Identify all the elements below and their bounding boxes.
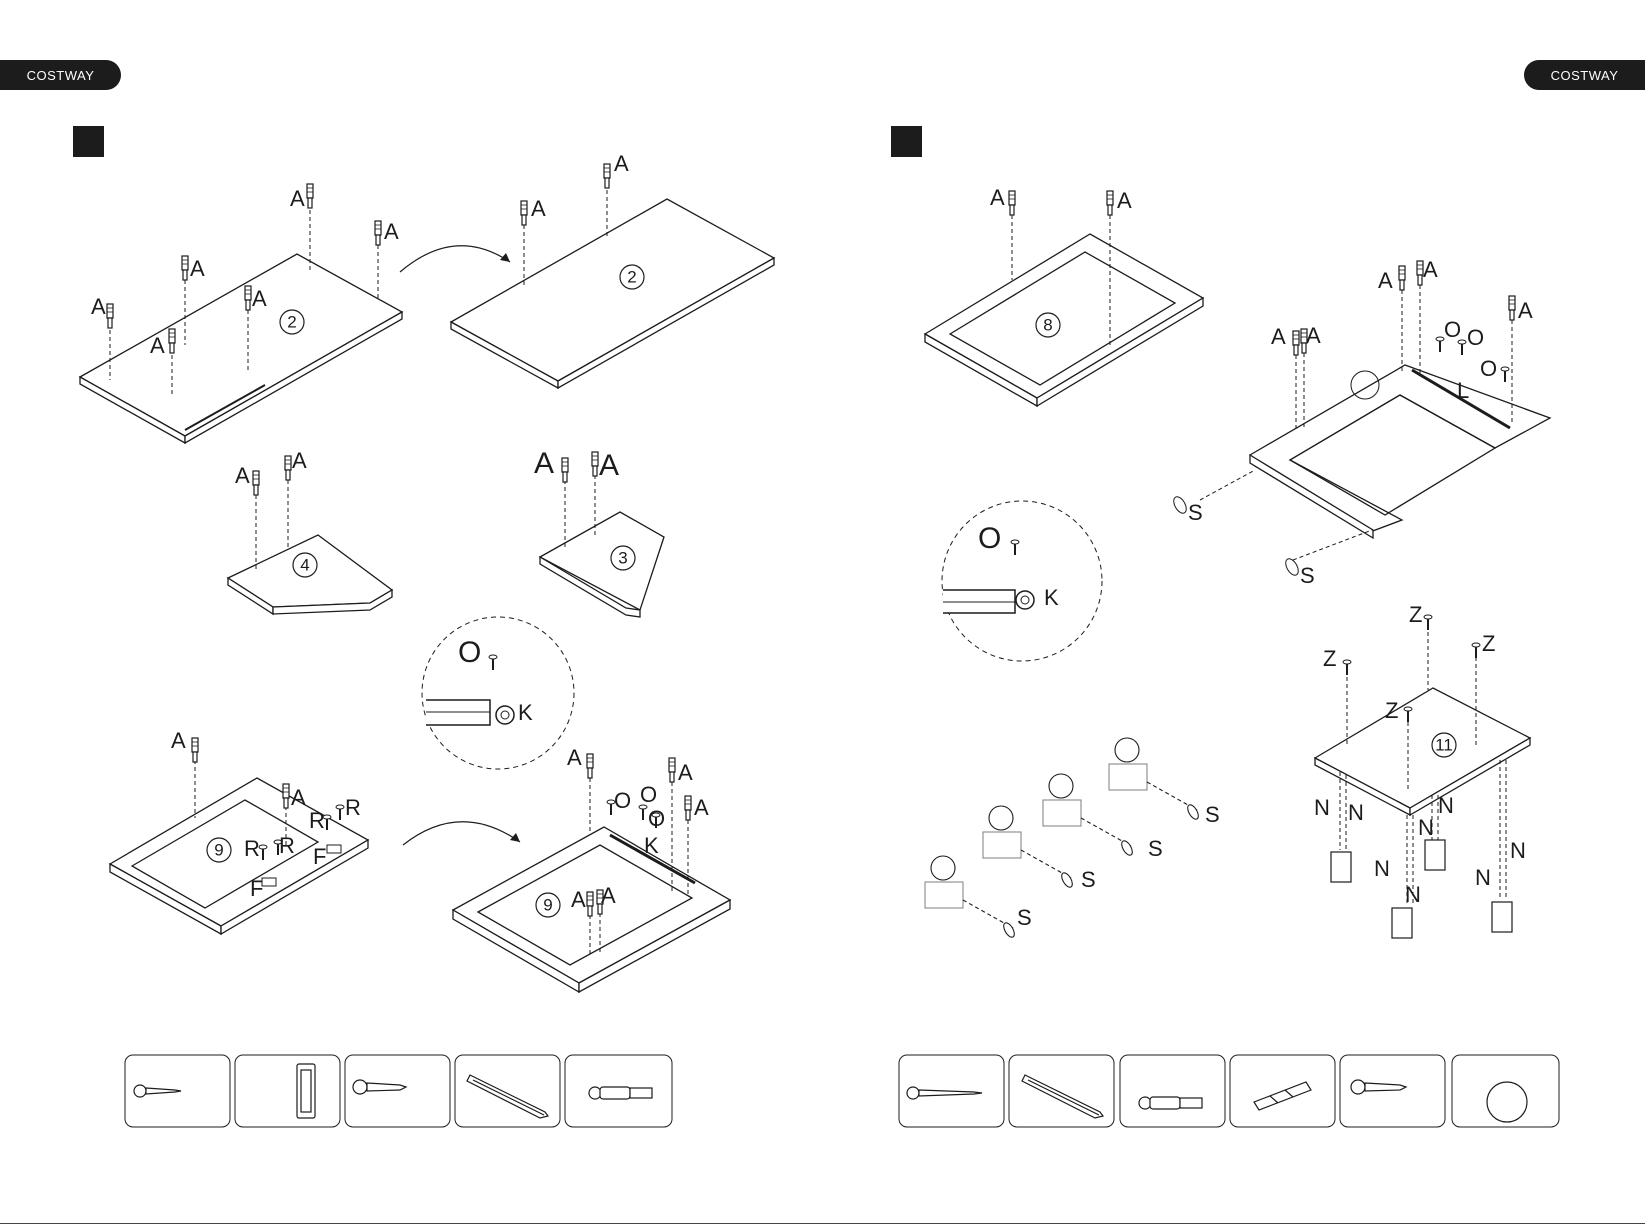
panel-4-number: 4 bbox=[300, 556, 309, 575]
svg-text:A: A bbox=[534, 447, 554, 480]
panel-8-number: 8 bbox=[1043, 316, 1052, 335]
svg-text:A: A bbox=[571, 887, 586, 912]
svg-text:Z: Z bbox=[1482, 631, 1495, 656]
svg-text:A: A bbox=[531, 196, 546, 221]
cam-bolt-icon bbox=[589, 1087, 652, 1099]
svg-text:A: A bbox=[1423, 257, 1438, 282]
svg-text:S: S bbox=[1300, 563, 1315, 588]
svg-text:S: S bbox=[1188, 500, 1203, 525]
cam-bolt-icon-right bbox=[1139, 1097, 1202, 1109]
svg-text:O: O bbox=[640, 782, 657, 807]
svg-text:K: K bbox=[644, 833, 659, 858]
svg-text:O: O bbox=[1467, 325, 1484, 350]
svg-text:F: F bbox=[250, 876, 263, 901]
svg-text:O: O bbox=[614, 788, 631, 813]
flip-arrow-top bbox=[400, 246, 510, 272]
magnetic-catch-icon bbox=[297, 1064, 315, 1118]
svg-text:F: F bbox=[313, 844, 326, 869]
svg-text:A: A bbox=[150, 333, 165, 358]
svg-text:S: S bbox=[1148, 836, 1163, 861]
svg-text:N: N bbox=[1374, 856, 1390, 881]
svg-text:O: O bbox=[648, 806, 665, 831]
svg-text:A: A bbox=[235, 463, 250, 488]
svg-text:R: R bbox=[279, 833, 295, 858]
svg-text:A: A bbox=[614, 151, 629, 176]
svg-text:A: A bbox=[1378, 268, 1393, 293]
svg-text:A: A bbox=[1518, 298, 1533, 323]
svg-text:A: A bbox=[171, 728, 186, 753]
svg-text:A: A bbox=[252, 286, 267, 311]
svg-text:A: A bbox=[1306, 323, 1321, 348]
svg-text:A: A bbox=[291, 785, 306, 810]
svg-text:Z: Z bbox=[1385, 698, 1398, 723]
panel-9-diagram bbox=[110, 778, 368, 934]
svg-text:A: A bbox=[190, 256, 205, 281]
svg-text:R: R bbox=[345, 795, 361, 820]
svg-text:Z: Z bbox=[1323, 646, 1336, 671]
svg-text:A: A bbox=[292, 448, 307, 473]
svg-text:Z: Z bbox=[1409, 602, 1422, 627]
svg-text:A: A bbox=[1117, 188, 1132, 213]
svg-text:A: A bbox=[599, 449, 619, 482]
svg-text:K: K bbox=[1044, 585, 1059, 610]
svg-text:N: N bbox=[1405, 882, 1421, 907]
svg-text:N: N bbox=[1314, 795, 1330, 820]
panel-2-diagram bbox=[80, 254, 402, 443]
panel-9-number: 9 bbox=[214, 841, 223, 860]
svg-text:O: O bbox=[978, 522, 1001, 555]
detail-o-k-left: O K bbox=[422, 617, 574, 769]
svg-text:N: N bbox=[1348, 800, 1364, 825]
svg-text:N: N bbox=[1438, 793, 1454, 818]
svg-text:R: R bbox=[309, 808, 325, 833]
svg-text:S: S bbox=[1205, 802, 1220, 827]
hardware-strip-right bbox=[899, 1055, 1559, 1127]
svg-text:L: L bbox=[1457, 378, 1469, 403]
svg-text:S: S bbox=[1081, 867, 1096, 892]
panel-2b-number: 2 bbox=[627, 268, 636, 287]
svg-text:A: A bbox=[694, 795, 709, 820]
panel-8-diagram bbox=[925, 234, 1203, 406]
svg-text:O: O bbox=[1480, 356, 1497, 381]
bottom-rule bbox=[0, 1223, 1645, 1224]
panel-3-number: 3 bbox=[618, 549, 627, 568]
svg-text:A: A bbox=[990, 185, 1005, 210]
svg-text:R: R bbox=[244, 836, 260, 861]
svg-text:A: A bbox=[678, 760, 693, 785]
panel-9b-number: 9 bbox=[543, 896, 552, 915]
svg-text:A: A bbox=[384, 219, 399, 244]
svg-text:A: A bbox=[601, 883, 616, 908]
svg-text:A: A bbox=[1271, 324, 1286, 349]
panel-2b-diagram bbox=[451, 199, 774, 388]
svg-text:N: N bbox=[1475, 865, 1491, 890]
svg-text:S: S bbox=[1017, 905, 1032, 930]
svg-text:N: N bbox=[1418, 815, 1434, 840]
svg-text:N: N bbox=[1510, 838, 1526, 863]
panel-3-diagram bbox=[540, 512, 664, 617]
svg-text:K: K bbox=[518, 700, 533, 725]
flip-arrow-bottom bbox=[403, 822, 520, 845]
panel-2-number: 2 bbox=[287, 313, 296, 332]
detail-o-k-right: O K bbox=[942, 501, 1102, 661]
svg-text:A: A bbox=[91, 294, 106, 319]
svg-text:O: O bbox=[458, 636, 481, 669]
panel-11-number: 11 bbox=[1435, 736, 1453, 755]
cover-cap-icon bbox=[1487, 1082, 1527, 1122]
frame-l-diagram bbox=[1250, 365, 1550, 538]
svg-text:A: A bbox=[567, 745, 582, 770]
svg-text:O: O bbox=[1444, 317, 1461, 342]
svg-text:A: A bbox=[290, 186, 305, 211]
